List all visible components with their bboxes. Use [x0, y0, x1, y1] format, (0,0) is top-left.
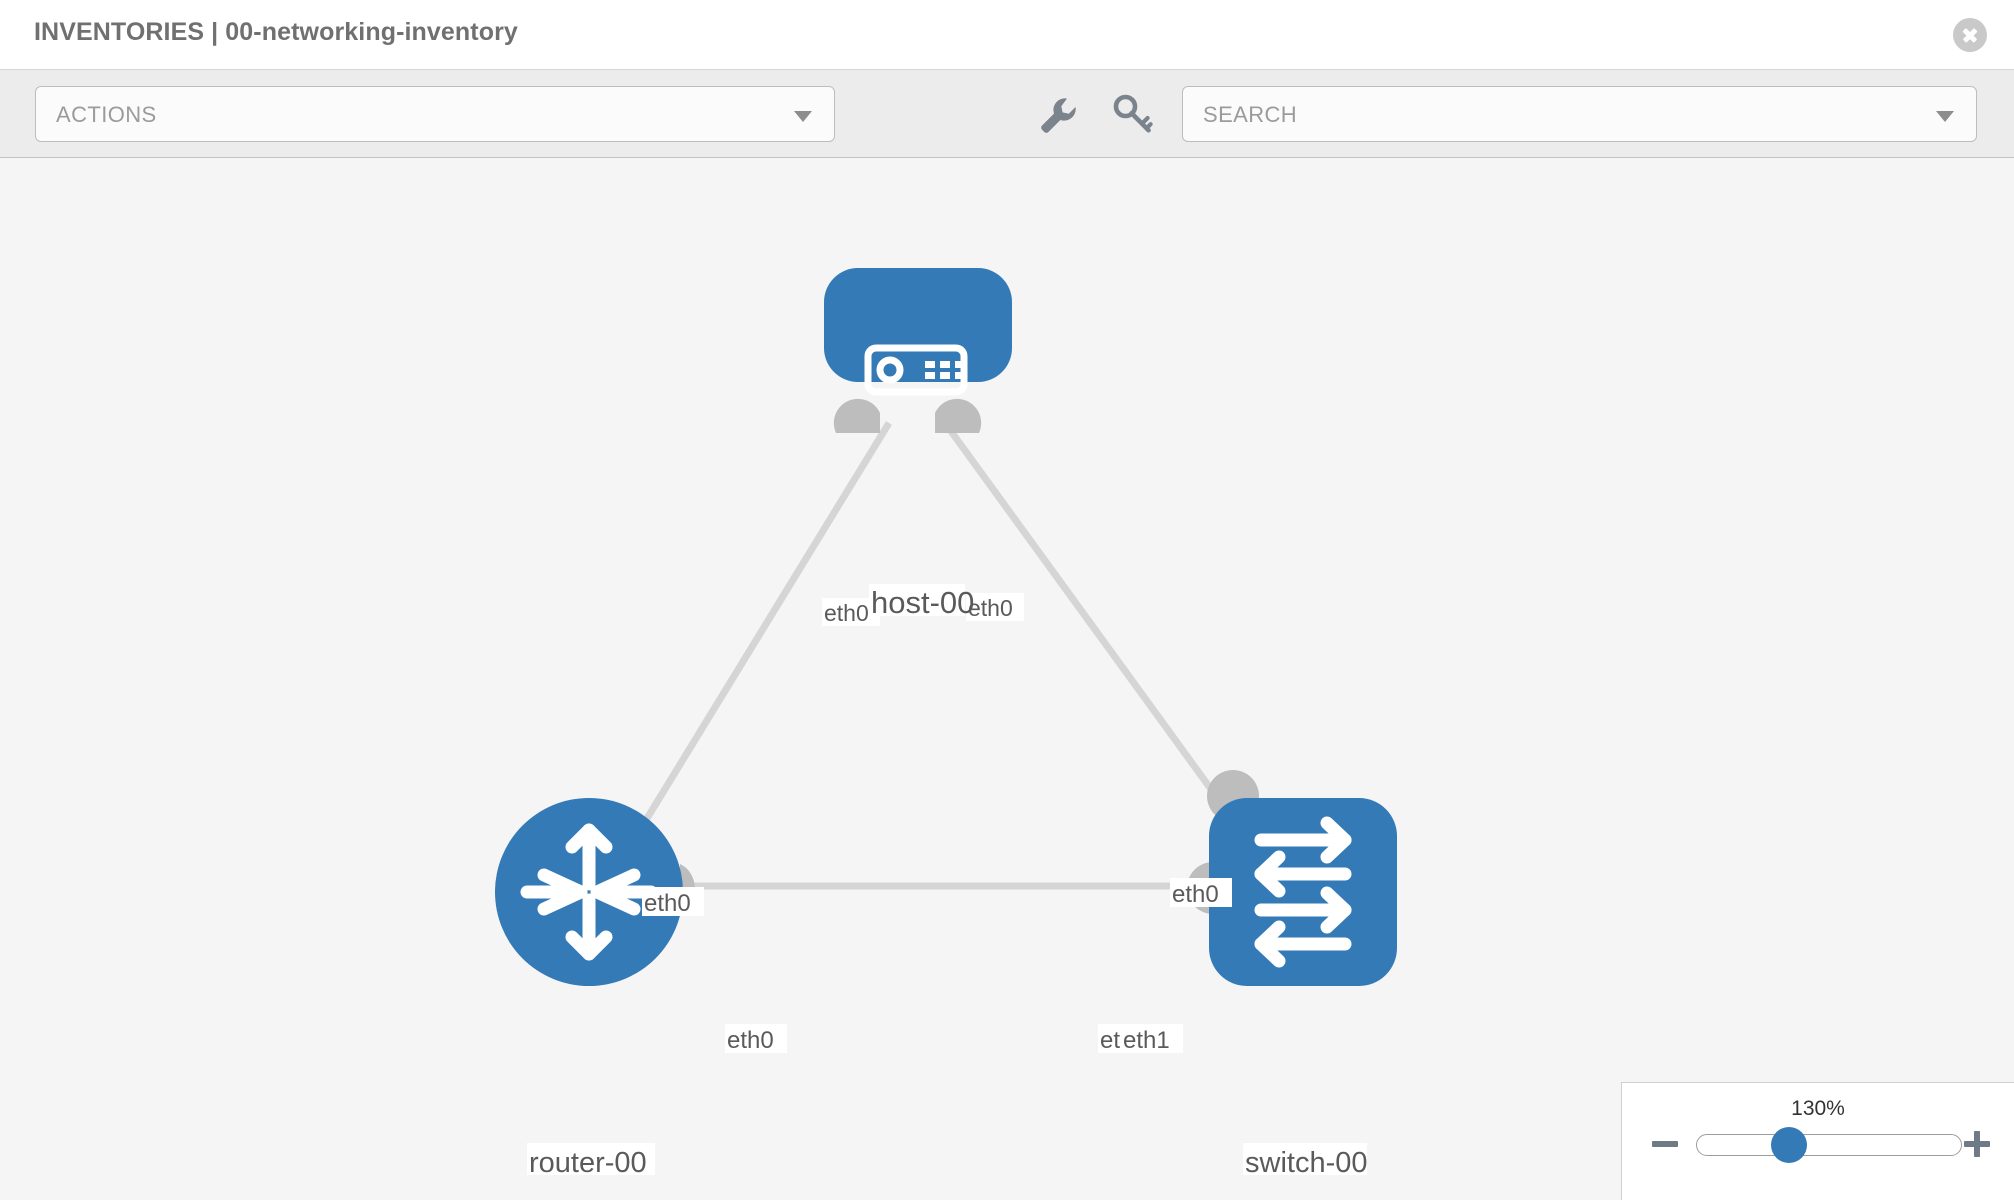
- node-label-router-00: router-00: [529, 1147, 647, 1179]
- topology-graph: eth0 eth0 eth0 eth0 eth0 eth0 eth1: [495, 268, 1397, 1179]
- interface-label-host-right: eth0: [968, 595, 1013, 621]
- close-icon[interactable]: [1953, 18, 1987, 52]
- zoom-out-button[interactable]: [1650, 1129, 1680, 1159]
- link-host-router[interactable]: [632, 421, 892, 840]
- node-host-00[interactable]: [824, 268, 1012, 396]
- zoom-slider-track[interactable]: [1696, 1134, 1962, 1156]
- router-arrows-icon: [520, 823, 658, 961]
- interface-label-router-right: eth0: [727, 1027, 774, 1054]
- node-router-00[interactable]: [495, 798, 683, 986]
- node-label-layer: host-00 router-00 switch-00: [527, 584, 1368, 1179]
- node-label-switch-00: switch-00: [1245, 1147, 1368, 1179]
- host-00-body[interactable]: [824, 268, 1012, 382]
- zoom-control: 130%: [1621, 1082, 2014, 1200]
- toolbar: ACTIONS SEARCH: [0, 70, 2014, 158]
- chevron-down-icon[interactable]: [1936, 111, 1954, 122]
- actions-dropdown[interactable]: ACTIONS: [35, 86, 835, 142]
- topology-canvas[interactable]: eth0 eth0 eth0 eth0 eth0 eth0 eth1: [0, 158, 2014, 1200]
- link-host-switch[interactable]: [942, 420, 1248, 839]
- page-title: INVENTORIES | 00-networking-inventory: [34, 18, 518, 46]
- interface-label-layer: eth0 eth0 eth0 eth0 eth0 eth0 eth1: [642, 593, 1232, 1054]
- wrench-icon[interactable]: [1033, 90, 1081, 138]
- search-input[interactable]: SEARCH: [1182, 86, 1977, 142]
- zoom-level-label: 130%: [1791, 1097, 1845, 1120]
- server-icon: [864, 344, 968, 396]
- search-placeholder-label: SEARCH: [1203, 102, 1298, 127]
- chevron-down-icon: [794, 111, 812, 122]
- page-header: INVENTORIES | 00-networking-inventory: [0, 0, 2014, 70]
- zoom-slider-thumb[interactable]: [1771, 1127, 1807, 1163]
- actions-dropdown-label: ACTIONS: [56, 102, 157, 127]
- port-connector-layer: [680, 398, 1259, 914]
- zoom-in-button[interactable]: [1962, 1129, 1992, 1159]
- interface-label-switch-up: eth0: [1172, 881, 1219, 908]
- switch-arrows-icon: [1254, 816, 1352, 968]
- node-switch-00[interactable]: [1209, 798, 1397, 986]
- key-icon[interactable]: [1108, 90, 1156, 138]
- port-host-right[interactable]: [935, 398, 982, 433]
- interface-label-router-up: eth0: [644, 890, 691, 917]
- node-label-host-00: host-00: [871, 585, 974, 620]
- interface-label-switch-left-eth1: eth1: [1123, 1027, 1170, 1054]
- interface-label-host-left: eth0: [824, 600, 869, 626]
- link-layer: [632, 420, 1248, 890]
- port-host-left[interactable]: [833, 398, 880, 433]
- router-00-body[interactable]: [495, 798, 683, 986]
- switch-00-body[interactable]: [1209, 798, 1397, 986]
